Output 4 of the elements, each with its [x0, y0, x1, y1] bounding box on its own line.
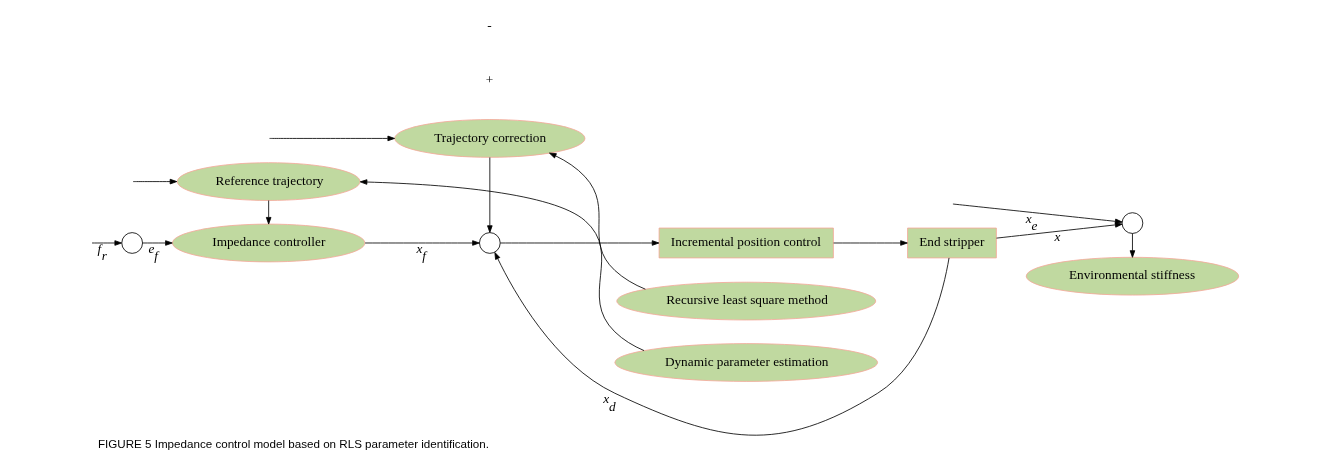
label: -: [486, 17, 492, 33]
label: +: [485, 71, 493, 87]
caption: FIGURE 5 Impedance control model based on RLS parameter identification.: [97, 437, 489, 451]
edge-label: x: [1054, 228, 1061, 244]
